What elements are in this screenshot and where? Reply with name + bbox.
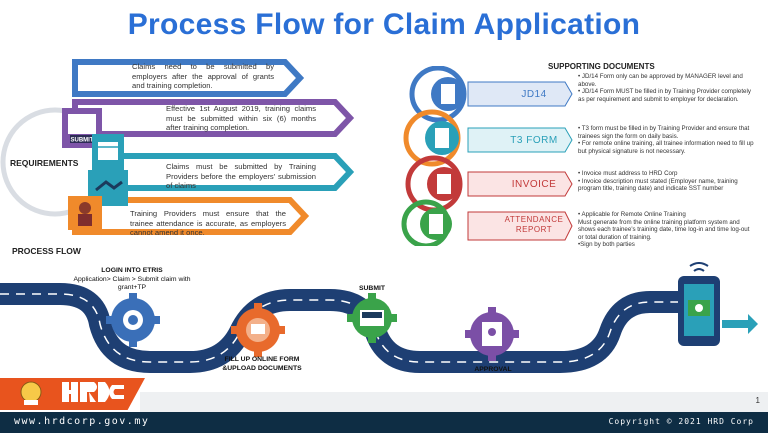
- gear-approval-icon: [465, 307, 519, 361]
- footer-stripe: [140, 392, 768, 412]
- doc-notes-invoice: • Invoice must address to HRD Corp • Inv…: [578, 170, 738, 193]
- doc-label-jd14: JD14: [521, 89, 547, 100]
- supporting-documents-title: SUPPORTING DOCUMENTS: [548, 62, 655, 71]
- payment-phone-icon: [678, 262, 758, 346]
- footer-website-link[interactable]: www.hrdcorp.gov.my: [14, 416, 150, 427]
- doc-notes-jd14: • JD/14 Form only can be approved by MAN…: [578, 73, 751, 103]
- requirements-label: REQUIREMENTS: [10, 158, 79, 168]
- step-fill-form: FILL UP ONLINE FORM &UPLOAD DOCUMENTS: [222, 356, 302, 372]
- step-login: LOGIN INTO ETRIS Application> Claim > Su…: [73, 267, 191, 291]
- requirement-text-4: Training Providers must ensure that the …: [130, 209, 286, 237]
- requirement-text-2: Effective 1st August 2019, training clai…: [166, 104, 316, 132]
- page-title: Process Flow for Claim Application: [127, 8, 641, 41]
- step-approval: APPROVAL: [474, 366, 512, 373]
- requirements-diagram: SUBMIT: [0, 59, 355, 235]
- hrdcorp-logo: [62, 382, 124, 402]
- footer-bar: [0, 412, 768, 433]
- requirement-text-1: Claims need to be submitted by employers…: [132, 62, 274, 90]
- doc-label-invoice: INVOICE: [511, 179, 557, 190]
- gear-login-icon: [106, 293, 160, 347]
- chevron-band-1: [72, 59, 305, 97]
- svg-text:SUBMIT: SUBMIT: [71, 138, 94, 144]
- process-flow-label: PROCESS FLOW: [12, 246, 81, 256]
- footer-copyright: Copyright © 2021 HRD Corp: [608, 417, 754, 426]
- government-crest-logo: [20, 381, 42, 405]
- gear-fill-form-icon: [231, 303, 285, 357]
- page-number: 1: [755, 396, 760, 405]
- doc-label-t3-form: T3 FORM: [510, 135, 558, 146]
- requirement-text-3: Claims must be submitted by Training Pro…: [166, 162, 316, 190]
- doc-label-attendance-report: ATTENDANCE REPORT: [504, 215, 564, 234]
- doc-notes-t3-form: • T3 form must be filled in by Training …: [578, 125, 754, 155]
- supporting-documents-graphic: [401, 66, 573, 246]
- doc-notes-attendance: • Applicable for Remote Online Training …: [578, 211, 750, 249]
- process-road: [0, 262, 758, 373]
- gear-submit-icon: [347, 293, 397, 343]
- step-submit: SUBMIT: [358, 285, 386, 292]
